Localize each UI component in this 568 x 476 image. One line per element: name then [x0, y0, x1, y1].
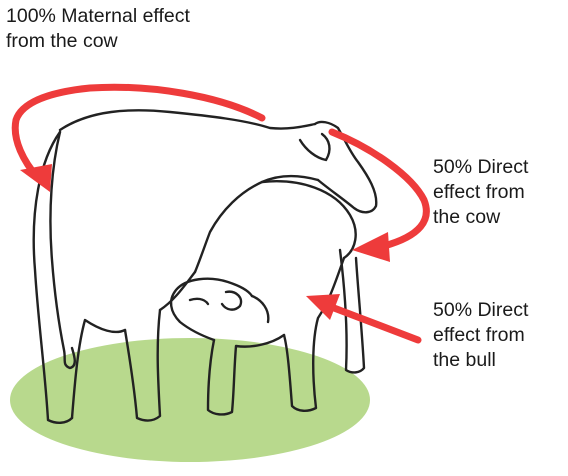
direct-cow-line-1: 50% Direct — [433, 155, 528, 180]
direct-cow-line-3: the cow — [433, 205, 528, 230]
direct-cow-line-2: effect from — [433, 180, 528, 205]
direct-effect-bull-label: 50% Direct effect from the bull — [433, 298, 528, 373]
direct-effect-cow-label: 50% Direct effect from the cow — [433, 155, 528, 230]
maternal-effect-label: 100% Maternal effect from the cow — [6, 4, 190, 54]
direct-bull-line-1: 50% Direct — [433, 298, 528, 323]
maternal-effect-line-1: 100% Maternal effect — [6, 4, 190, 29]
maternal-effect-line-2: from the cow — [6, 29, 190, 54]
direct-bull-line-3: the bull — [433, 348, 528, 373]
direct-bull-line-2: effect from — [433, 323, 528, 348]
direct-cow-arrow — [332, 132, 426, 262]
